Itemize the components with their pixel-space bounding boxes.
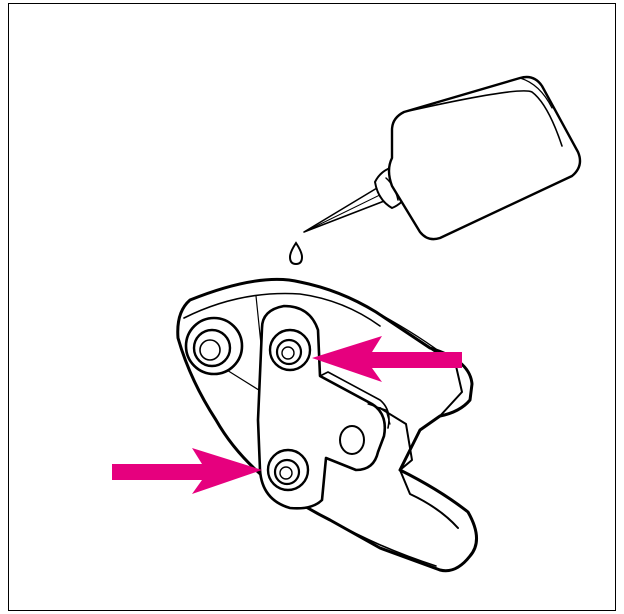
- oil-drop-icon: [288, 241, 304, 266]
- oil-bottle-icon: [303, 75, 582, 241]
- pressing-jaw-icon: [176, 277, 478, 573]
- pointer-arrow-icon: [312, 336, 462, 382]
- pointer-arrow-icon: [112, 448, 262, 494]
- figure-frame: [8, 3, 616, 611]
